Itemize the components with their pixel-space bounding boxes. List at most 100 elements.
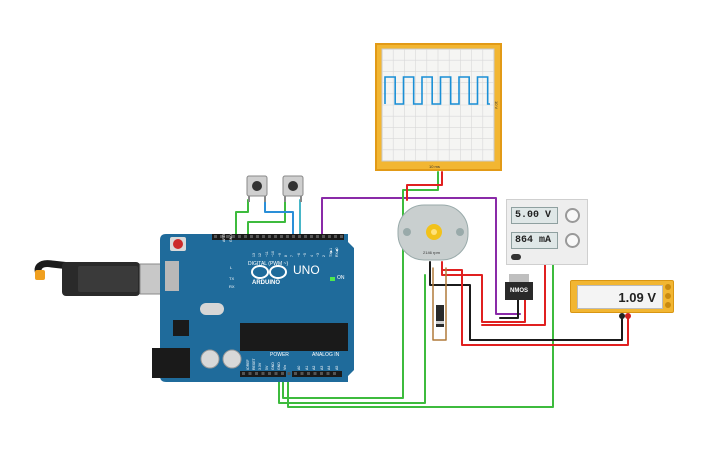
arduino-uno-board[interactable] [152, 234, 354, 382]
header-pin[interactable] [214, 235, 217, 238]
pin-label: TX▶1 [328, 247, 333, 257]
psu-current-display: 864 mA [511, 232, 558, 249]
wire-green-btn1[interactable] [235, 199, 249, 241]
gnd-label: GND [229, 234, 233, 242]
power-pin-label: GND [270, 362, 275, 370]
wire-red-motor[interactable] [441, 261, 526, 323]
psu-voltage-display: 5.00 V [511, 207, 558, 224]
pin-label: ~5 [303, 253, 308, 257]
header-pin[interactable] [340, 235, 343, 238]
analog-pin-label: A0 [297, 365, 301, 370]
wire-red-scope[interactable] [406, 171, 443, 201]
power-pin-label: RESET [252, 358, 257, 370]
analog-label: ANALOG IN [312, 352, 340, 358]
pin-holes [214, 235, 343, 375]
meter-mode-a-icon[interactable] [665, 284, 671, 290]
usb-cable[interactable] [34, 260, 171, 296]
header-pin[interactable] [242, 372, 245, 375]
header-pin[interactable] [250, 235, 253, 238]
nmos-label: NMOS [510, 288, 528, 294]
power-jack [152, 348, 190, 378]
meter-terminal-com[interactable] [619, 313, 625, 319]
wire-purple[interactable] [321, 197, 521, 315]
voltage-knob[interactable] [565, 208, 580, 223]
motor-rpm-label: 2146 rpm [423, 250, 440, 255]
header-pin[interactable] [294, 372, 297, 375]
wire-black-motor[interactable] [429, 261, 623, 341]
wire-green-3[interactable] [278, 274, 426, 404]
header-pin[interactable] [262, 235, 265, 238]
pin-label: ~3 [316, 253, 320, 257]
power-supply[interactable]: 5.00 V 864 mA [506, 199, 588, 265]
header-pin[interactable] [326, 372, 330, 375]
header-pin[interactable] [328, 235, 331, 238]
header-pin[interactable] [316, 235, 319, 238]
diode[interactable] [436, 305, 444, 327]
pin-label: 12 [258, 253, 263, 257]
pin-label: 13 [252, 253, 256, 257]
on-label: ON [337, 275, 345, 281]
header-pin[interactable] [232, 235, 235, 238]
psu-switch[interactable] [511, 254, 521, 260]
analog-pin-label: A2 [312, 365, 316, 370]
header-pin[interactable] [334, 235, 337, 238]
current-knob[interactable] [565, 233, 580, 248]
wire-red-meter[interactable] [441, 269, 629, 346]
header-pin[interactable] [274, 372, 278, 375]
header-pin[interactable] [333, 372, 336, 375]
wire-green-scope[interactable] [282, 171, 439, 399]
header-pin[interactable] [244, 235, 247, 238]
header-pin[interactable] [307, 372, 310, 375]
meter-terminal-v[interactable] [625, 313, 631, 319]
meter-mode-v-icon[interactable] [665, 293, 671, 299]
wire-blue-btn1[interactable] [264, 199, 294, 241]
wire-red-psu[interactable] [481, 261, 546, 326]
pin-label: 2 [322, 255, 327, 257]
digital-header [212, 234, 344, 240]
header-pin[interactable] [298, 235, 301, 238]
power-pin-label: Vin [283, 365, 288, 370]
rx-label: RX [229, 284, 235, 289]
aref-label: AREF [222, 232, 226, 242]
header-pin[interactable] [255, 372, 258, 375]
meter-mode-ohm-icon[interactable] [665, 302, 671, 308]
l-label: L [230, 265, 233, 270]
multimeter[interactable]: 1.09 V [570, 280, 674, 313]
header-pin[interactable] [281, 372, 284, 375]
scope-screen-graphics [381, 48, 495, 162]
header-pin[interactable] [304, 235, 307, 238]
pin-label: ~9 [277, 253, 282, 257]
header-pin[interactable] [261, 372, 265, 375]
wire-black-nmos[interactable] [499, 299, 519, 319]
header-pin[interactable] [322, 235, 325, 238]
header-pin[interactable] [280, 235, 283, 238]
wire-green-2[interactable] [287, 261, 554, 408]
nmos-transistor[interactable] [505, 274, 533, 300]
header-pin[interactable] [300, 372, 304, 375]
pin-label: ~10 [271, 251, 276, 257]
header-pin[interactable] [248, 372, 252, 375]
header-pin[interactable] [220, 235, 223, 238]
pushbutton-1[interactable] [246, 175, 268, 202]
pin-label: ~6 [296, 253, 301, 257]
header-pin[interactable] [286, 235, 289, 238]
header-pin[interactable] [310, 235, 313, 238]
header-pin[interactable] [292, 235, 295, 238]
header-pin[interactable] [274, 235, 277, 238]
dc-motor[interactable] [397, 204, 469, 261]
power-label: POWER [270, 352, 289, 358]
header-pin[interactable] [268, 235, 271, 238]
analog-header [292, 371, 342, 377]
pushbutton-2[interactable] [282, 175, 304, 202]
header-pin[interactable] [268, 372, 271, 375]
header-pin[interactable] [226, 235, 229, 238]
pin-label: 7 [290, 255, 295, 257]
header-pin[interactable] [238, 235, 241, 238]
power-pin-label: GND [277, 362, 281, 370]
wire-brown-diode[interactable] [432, 267, 447, 341]
header-pin[interactable] [256, 235, 259, 238]
usb-jack [165, 261, 179, 291]
header-pin[interactable] [313, 372, 317, 375]
header-pin[interactable] [320, 372, 323, 375]
header-pin[interactable] [287, 372, 291, 375]
